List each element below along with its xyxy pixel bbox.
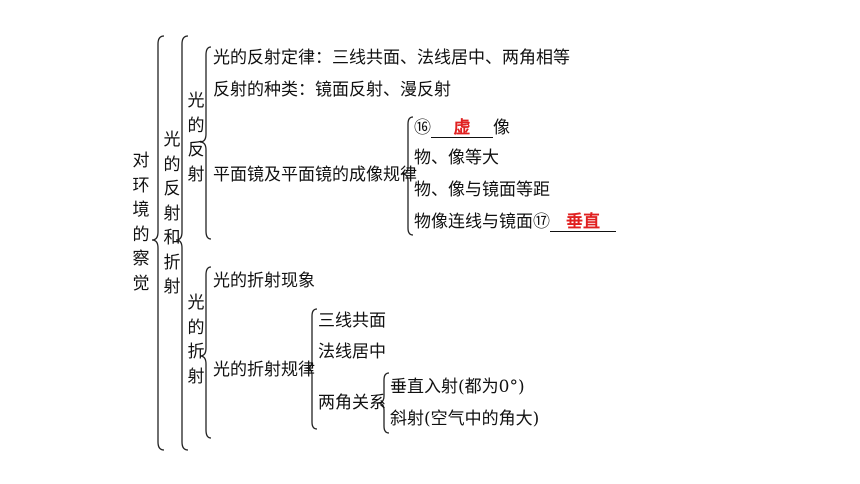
brace-refraction-law (305, 308, 318, 430)
refraction-label: 光的折射 (187, 293, 205, 387)
mirror-item-equal-distance: 物、像与镜面等距 (414, 180, 550, 200)
item-prefix-17: 物像连线与镜面⑰ (414, 212, 550, 232)
brace-refraction (199, 266, 212, 439)
reflection-law: 光的反射定律：三线共面、法线居中、两角相等 (213, 48, 570, 68)
angles-label: 两角关系 (318, 393, 386, 413)
item-suffix: 像 (493, 118, 510, 138)
brace-reflection (199, 46, 212, 240)
angles-perpendicular: 垂直入射(都为0°) (390, 377, 525, 397)
brace-root (151, 35, 165, 451)
reflection-types: 反射的种类：镜面反射、漫反射 (213, 80, 451, 100)
reflection-label: 光的反射 (187, 91, 205, 185)
refraction-law-coplanar: 三线共面 (318, 311, 386, 331)
refraction-law-normal: 法线居中 (318, 342, 386, 362)
refraction-law-label: 光的折射规律 (213, 360, 315, 380)
brace-reflection-refraction (175, 35, 189, 451)
root-label: 对环境的察觉 (132, 151, 150, 294)
answer-blank-virtual: 虚 (431, 119, 493, 138)
mirror-label: 平面镜及平面镜的成像规律 (213, 165, 417, 185)
answer-blank-perpendicular: 垂直 (550, 213, 616, 232)
angles-oblique: 斜射(空气中的角大) (390, 409, 540, 429)
mirror-item-equal-size: 物、像等大 (414, 148, 499, 168)
item-number-16: ⑯ (414, 118, 431, 138)
brace-mirror (401, 116, 414, 236)
brace-angles (377, 372, 390, 434)
reflection-refraction-label: 光的反射和折射 (163, 130, 181, 297)
refraction-phenomenon: 光的折射现象 (213, 271, 315, 291)
